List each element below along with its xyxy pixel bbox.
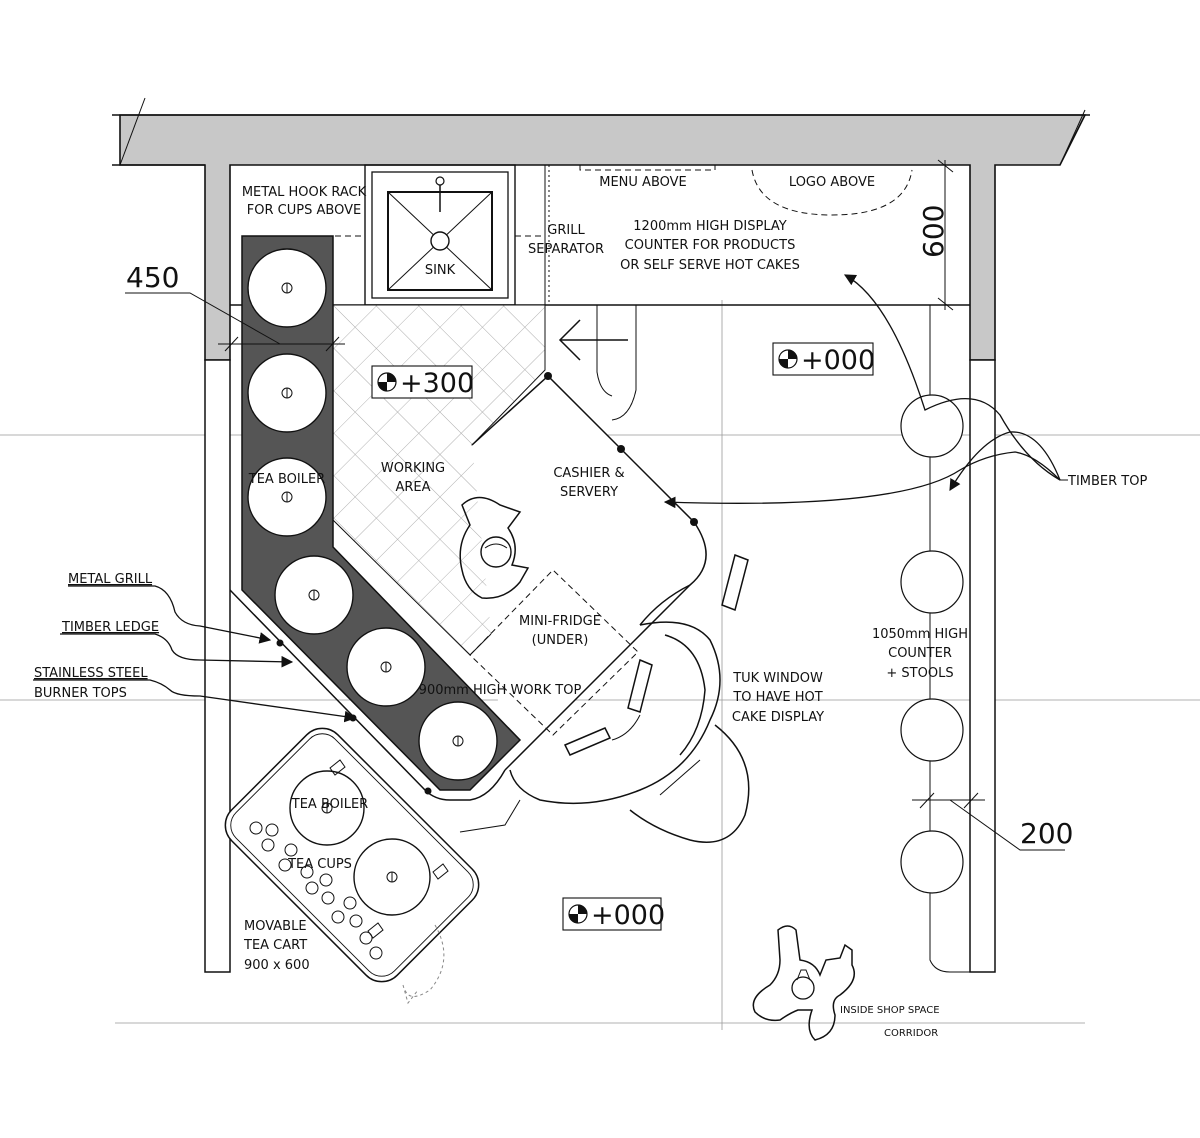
menu-above-label: MENU ABOVE bbox=[599, 175, 687, 190]
mini-fridge bbox=[469, 569, 639, 736]
sink-label: SINK bbox=[425, 263, 456, 278]
rotation-arrow bbox=[402, 924, 445, 1005]
cashier-label-2: SERVERY bbox=[560, 485, 618, 500]
level-marker-counter: +000 bbox=[772, 342, 875, 376]
high-counter-label: 1050mm HIGH bbox=[872, 627, 968, 642]
menu-logo-outlines bbox=[579, 165, 913, 216]
high-counter bbox=[900, 305, 970, 973]
dimension-600-text: 600 bbox=[917, 205, 950, 258]
timber-ledge-label: TIMBER LEDGE bbox=[61, 620, 159, 635]
staff-figure bbox=[459, 496, 530, 599]
tea-boiler-cart-label: TEA BOILER bbox=[291, 797, 368, 812]
tuk-window-label: TUK WINDOW bbox=[732, 671, 823, 686]
work-top-label: 900mm HIGH WORK TOP bbox=[419, 683, 582, 698]
burner-tops-label: BURNER TOPS bbox=[34, 686, 127, 701]
movable-cart-label-2: TEA CART bbox=[243, 938, 307, 953]
movable-cart-label-3: 900 x 600 bbox=[244, 958, 310, 973]
step-lines bbox=[558, 305, 637, 421]
building-walls bbox=[112, 97, 1090, 973]
display-counter-label-3: OR SELF SERVE HOT CAKES bbox=[620, 258, 800, 273]
inside-shop-label: INSIDE SHOP SPACE bbox=[840, 1005, 940, 1016]
tea-cart bbox=[224, 727, 480, 983]
hook-rack-label-2: FOR CUPS ABOVE bbox=[247, 203, 361, 218]
dimension-600 bbox=[937, 159, 954, 311]
plan-labels: METAL HOOK RACK FOR CUPS ABOVE SINK GRIL… bbox=[242, 175, 968, 872]
left-labels: METAL GRILL TIMBER LEDGE STAINLESS STEEL… bbox=[34, 474, 1147, 1039]
logo-above-label: LOGO ABOVE bbox=[789, 175, 875, 190]
level-raised-text: +300 bbox=[400, 368, 474, 399]
display-counter-label: 1200mm HIGH DISPLAY bbox=[633, 219, 786, 234]
tuk-window-label-2: TO HAVE HOT bbox=[732, 690, 822, 705]
level-corridor-text: +000 bbox=[591, 900, 665, 931]
high-counter-label-3: + STOOLS bbox=[886, 666, 953, 681]
tea-cups bbox=[249, 821, 383, 960]
hook-rack-label: METAL HOOK RACK bbox=[242, 185, 367, 200]
burner bbox=[418, 701, 498, 781]
timber-top-leaders bbox=[663, 274, 1068, 509]
level-marker-corridor: +000 bbox=[562, 897, 665, 931]
left-callout-leaders bbox=[33, 585, 357, 723]
stainless-steel-label: STAINLESS STEEL bbox=[34, 666, 148, 681]
dimension-200-text: 200 bbox=[1020, 817, 1073, 850]
stool bbox=[900, 550, 964, 614]
mini-fridge-label-2: (UNDER) bbox=[532, 633, 589, 648]
movable-cart-label: MOVABLE bbox=[244, 919, 307, 934]
burner bbox=[247, 457, 327, 537]
tuk-window-label-3: CAKE DISPLAY bbox=[732, 710, 824, 725]
grill-separator-label: GRILL bbox=[547, 223, 585, 238]
stool bbox=[900, 830, 964, 894]
dimension-200 bbox=[912, 792, 1065, 851]
customer-figure bbox=[752, 925, 855, 1041]
burner-tops bbox=[247, 248, 498, 781]
burner bbox=[346, 627, 426, 707]
dimension-450 bbox=[125, 292, 345, 352]
working-area-label-2: AREA bbox=[395, 480, 430, 495]
level-marker-raised: +300 bbox=[371, 365, 474, 399]
grill-separator-label-2: SEPARATOR bbox=[528, 242, 604, 257]
cashier-counter bbox=[471, 372, 707, 771]
display-counter-label-2: COUNTER FOR PRODUCTS bbox=[625, 238, 796, 253]
cashier-label: CASHIER & bbox=[553, 466, 624, 481]
mini-fridge-label: MINI-FRIDGE bbox=[519, 614, 601, 629]
sink bbox=[371, 171, 509, 299]
high-counter-label-2: COUNTER bbox=[888, 646, 952, 661]
stool bbox=[900, 394, 964, 458]
tea-boiler-counter-label: TEA BOILER bbox=[248, 472, 325, 487]
stool bbox=[900, 698, 964, 762]
working-area-label: WORKING bbox=[381, 461, 445, 476]
dimension-450-text: 450 bbox=[126, 261, 179, 294]
tea-cups-label: TEA CUPS bbox=[287, 857, 352, 872]
timber-top-label: TIMBER TOP bbox=[1067, 474, 1147, 489]
corridor-label: CORRIDOR bbox=[884, 1028, 938, 1039]
burner bbox=[247, 353, 327, 433]
tuk-tuk-outline bbox=[459, 553, 750, 843]
burner bbox=[274, 555, 354, 635]
burner bbox=[247, 248, 327, 328]
metal-grill-label: METAL GRILL bbox=[68, 572, 153, 587]
level-counter-text: +000 bbox=[801, 345, 875, 376]
